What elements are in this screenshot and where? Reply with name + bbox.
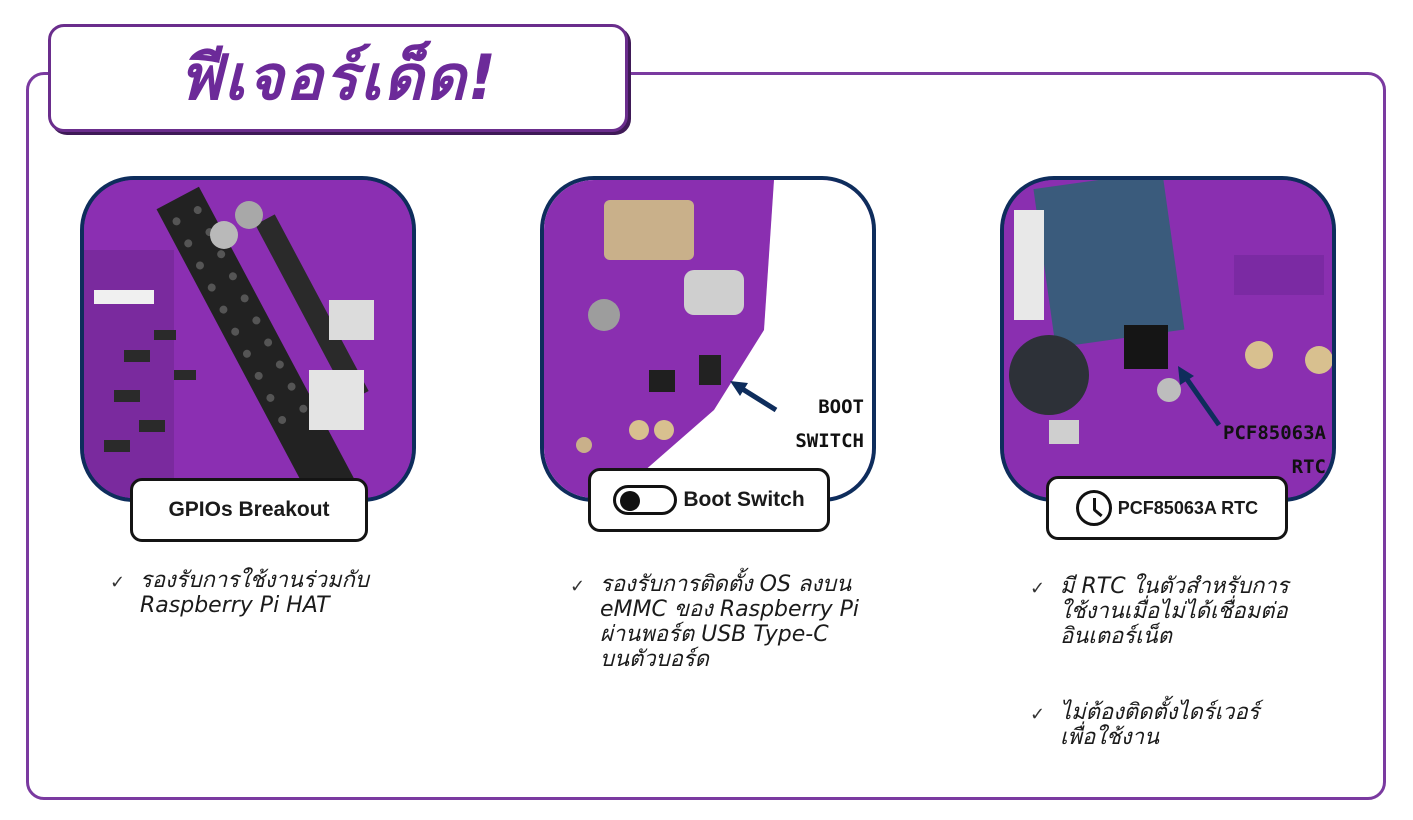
check-icon: ✓ bbox=[570, 576, 586, 597]
gpio-feature: ✓ รองรับการใช้งานร่วมกับ Raspberry Pi HA… bbox=[110, 568, 430, 618]
check-icon: ✓ bbox=[110, 572, 126, 593]
boot-feature: ✓ รองรับการติดตั้ง OS ลงบน eMMC ของ Rasp… bbox=[570, 572, 910, 672]
clock-icon bbox=[1075, 490, 1112, 526]
rtc-label-text: PCF85063A RTC bbox=[1117, 497, 1259, 518]
gpio-label-text: GPIOs Breakout bbox=[168, 498, 330, 521]
rtc-annotation: PCF85063A RTC bbox=[1223, 422, 1326, 478]
gpio-feature-text: รองรับการใช้งานร่วมกับ Raspberry Pi HAT bbox=[140, 568, 369, 618]
rtc-label: PCF85063A RTC bbox=[1046, 476, 1288, 540]
boot-label-text: Boot Switch bbox=[683, 488, 805, 511]
boot-feature-text: รองรับการติดตั้ง OS ลงบน eMMC ของ Raspbe… bbox=[600, 572, 860, 672]
rtc-arrow-icon bbox=[1181, 373, 1222, 427]
boot-annotation: BOOT SWITCH bbox=[795, 396, 864, 452]
content-frame bbox=[26, 72, 1386, 800]
boot-label: Boot Switch bbox=[588, 468, 830, 532]
rtc-feature-2-text: ไม่ต้องติดตั้งไดร์เวอร์ เพื่อใช้งาน bbox=[1060, 700, 1260, 750]
rtc-card-image bbox=[1000, 176, 1336, 502]
toggle-switch-icon bbox=[613, 485, 678, 515]
gpio-board-illustration bbox=[84, 180, 412, 498]
gpio-label: GPIOs Breakout bbox=[130, 478, 368, 542]
rtc-feature-1: ✓ มี RTC ในตัวสำหรับการ ใช้งานเมื่อไม่ได… bbox=[1030, 574, 1350, 649]
check-icon: ✓ bbox=[1030, 704, 1046, 725]
page-title: ฟีเจอร์เด็ด! bbox=[178, 41, 498, 114]
check-icon: ✓ bbox=[1030, 578, 1046, 599]
boot-card-image bbox=[540, 176, 876, 502]
rtc-feature-1-text: มี RTC ในตัวสำหรับการ ใช้งานเมื่อไม่ได้เ… bbox=[1060, 574, 1289, 649]
boot-board-illustration bbox=[544, 180, 872, 498]
rtc-board-illustration bbox=[1004, 180, 1332, 498]
rtc-feature-2: ✓ ไม่ต้องติดตั้งไดร์เวอร์ เพื่อใช้งาน bbox=[1030, 700, 1350, 750]
title-banner: ฟีเจอร์เด็ด! bbox=[48, 24, 628, 132]
gpio-card-image bbox=[80, 176, 416, 502]
